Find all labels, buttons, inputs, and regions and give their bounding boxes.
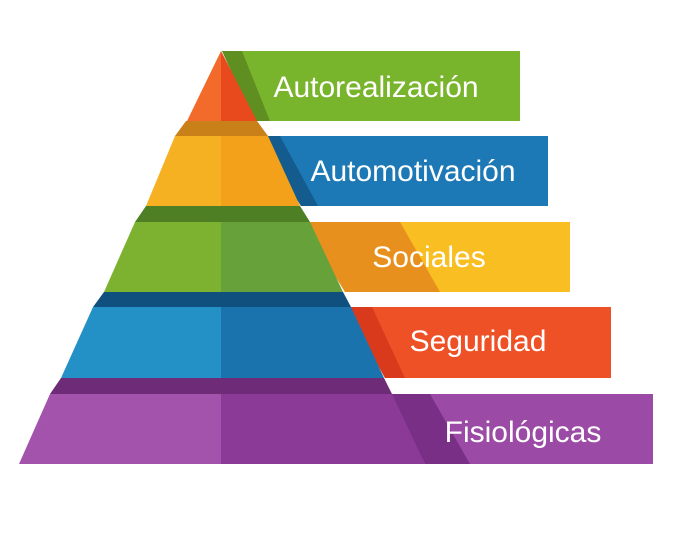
- level-2-pyramid-right: [221, 136, 300, 206]
- level-3-banner-shade: [302, 222, 440, 292]
- level-2-label: Automotivación: [310, 155, 515, 188]
- level-3-pyramid-right: [221, 222, 343, 292]
- level-3-label: Sociales: [372, 241, 485, 274]
- level-sociales: Sociales: [104, 206, 570, 292]
- level-4-pyramid-top: [93, 292, 351, 307]
- level-4-pyramid-left: [61, 307, 221, 378]
- level-4-label: Seguridad: [410, 325, 547, 358]
- level-4-banner: [345, 307, 611, 378]
- level-2-banner: [257, 136, 548, 206]
- level-5-banner-shade: [388, 394, 470, 464]
- level-1-pyramid-right: [221, 51, 257, 121]
- level-1-banner-shade: [222, 51, 270, 121]
- level-2-pyramid-top: [175, 121, 268, 136]
- level-2-pyramid-left: [146, 136, 221, 206]
- level-4-banner-shade: [345, 307, 405, 378]
- level-3-pyramid-left: [104, 222, 221, 292]
- level-1-pyramid-left: [187, 51, 221, 121]
- level-autorealizacion: Autorealización: [187, 51, 520, 121]
- level-seguridad: Seguridad: [61, 292, 611, 378]
- level-4-pyramid-right: [221, 307, 384, 378]
- level-5-pyramid-right: [221, 394, 425, 464]
- level-3-pyramid-top: [135, 206, 310, 222]
- level-automotivacion: Automotivación: [146, 121, 548, 206]
- level-5-label: Fisiológicas: [445, 416, 602, 449]
- level-1-label: Autorealización: [273, 71, 478, 104]
- level-5-pyramid-left: [19, 394, 221, 464]
- level-1-banner: [222, 51, 520, 121]
- level-fisiologicas: Fisiológicas: [19, 378, 653, 464]
- level-5-pyramid-top: [50, 378, 392, 394]
